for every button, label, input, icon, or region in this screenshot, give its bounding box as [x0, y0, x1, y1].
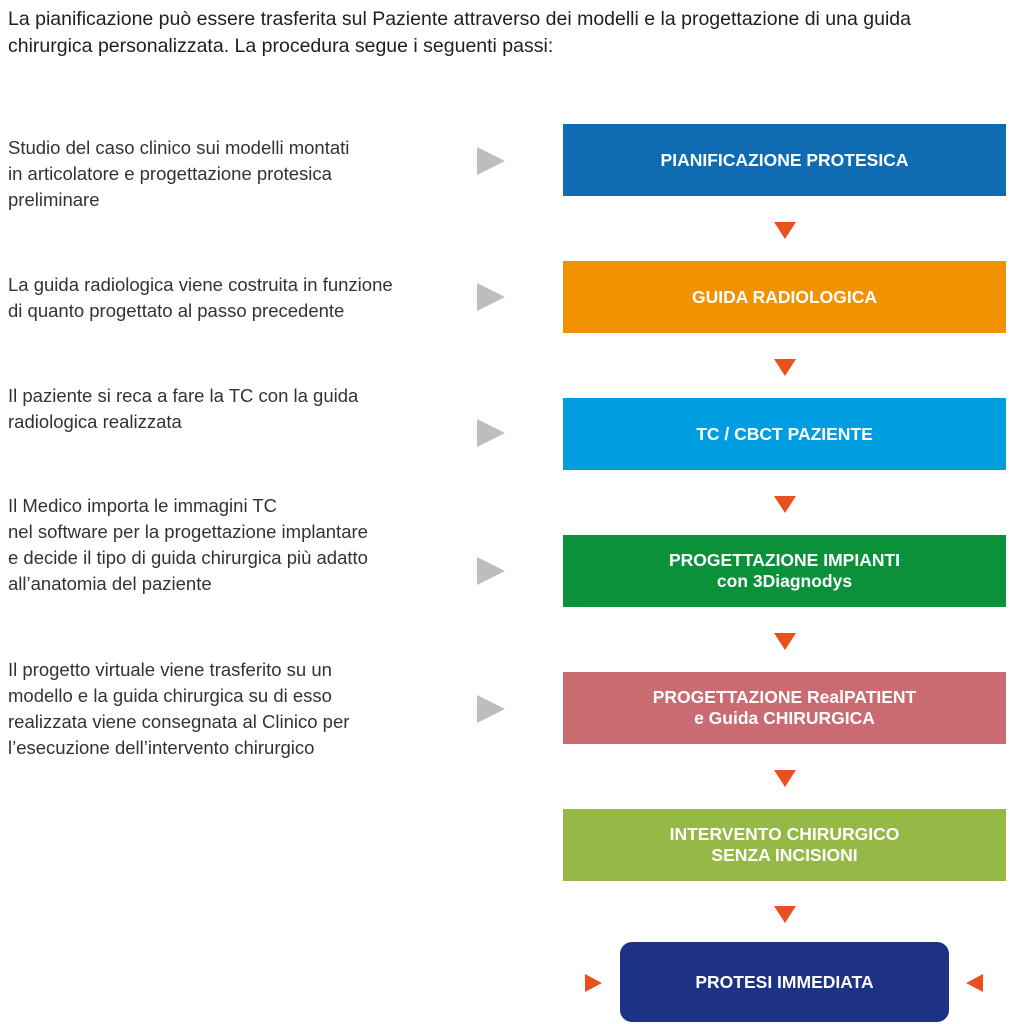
step-description-5: Il progetto virtuale viene trasferito su…	[8, 657, 448, 761]
pointer-arrow-icon	[477, 283, 505, 311]
intro-line-2: chirurgica personalizzata. La procedura …	[8, 35, 554, 57]
final-step-label: PROTESI IMMEDIATA	[695, 971, 874, 992]
pointer-arrow-icon	[477, 147, 505, 175]
down-arrow-icon	[774, 633, 796, 650]
description-line: di quanto progettato al passo precedente	[8, 300, 345, 321]
step-label: INTERVENTO CHIRURGICO	[669, 824, 900, 844]
right-arrow-icon	[585, 974, 602, 992]
step-description-4: Il Medico importa le immagini TC nel sof…	[8, 493, 448, 597]
description-line: e decide il tipo di guida chirurgica più…	[8, 547, 368, 568]
step-box-progettazione-realpatient: PROGETTAZIONE RealPATIENT e Guida CHIRUR…	[563, 672, 1006, 744]
step-box-guida-radiologica: GUIDA RADIOLOGICA	[563, 261, 1006, 333]
step-box-progettazione-impianti: PROGETTAZIONE IMPIANTI con 3Diagnodys	[563, 535, 1006, 607]
step-label: PROGETTAZIONE IMPIANTI	[668, 550, 901, 570]
description-line: Il paziente si reca a fare la TC con la …	[8, 385, 359, 406]
down-arrow-icon	[774, 496, 796, 513]
step-description-1: Studio del caso clinico sui modelli mont…	[8, 135, 448, 213]
description-line: realizzata viene consegnata al Clinico p…	[8, 711, 350, 732]
description-line: Studio del caso clinico sui modelli mont…	[8, 137, 350, 158]
pointer-arrow-icon	[477, 695, 505, 723]
final-step-protesi-immediata: PROTESI IMMEDIATA	[620, 942, 949, 1022]
down-arrow-icon	[774, 359, 796, 376]
description-line: preliminare	[8, 189, 100, 210]
step-box-tc-cbct-paziente: TC / CBCT PAZIENTE	[563, 398, 1006, 470]
step-label: TC / CBCT PAZIENTE	[696, 423, 873, 444]
pointer-arrow-icon	[477, 557, 505, 585]
step-description-3: Il paziente si reca a fare la TC con la …	[8, 383, 448, 435]
step-box-pianificazione-protesica: PIANIFICAZIONE PROTESICA	[563, 124, 1006, 196]
down-arrow-icon	[774, 222, 796, 239]
description-line: La guida radiologica viene costruita in …	[8, 274, 393, 295]
description-line: all’anatomia del paziente	[8, 573, 212, 594]
left-arrow-icon	[966, 974, 983, 992]
step-sublabel: SENZA INCISIONI	[711, 845, 858, 865]
down-arrow-icon	[774, 906, 796, 923]
description-line: Il progetto virtuale viene trasferito su…	[8, 659, 332, 680]
step-label: PROGETTAZIONE RealPATIENT	[652, 687, 917, 707]
description-line: modello e la guida chirurgica su di esso	[8, 685, 332, 706]
step-sublabel: con 3Diagnodys	[716, 571, 853, 591]
down-arrow-icon	[774, 770, 796, 787]
step-sublabel: e Guida CHIRURGICA	[694, 708, 875, 728]
step-label: GUIDA RADIOLOGICA	[691, 286, 878, 307]
description-line: nel software per la progettazione implan…	[8, 521, 368, 542]
description-line: l’esecuzione dell’intervento chirurgico	[8, 737, 315, 758]
intro-text: La pianificazione può essere trasferita …	[8, 6, 1013, 60]
pointer-arrow-icon	[477, 419, 505, 447]
step-label: PIANIFICAZIONE PROTESICA	[660, 149, 909, 170]
description-line: in articolatore e progettazione protesic…	[8, 163, 332, 184]
description-line: Il Medico importa le immagini TC	[8, 495, 278, 516]
description-line: radiologica realizzata	[8, 411, 182, 432]
step-description-2: La guida radiologica viene costruita in …	[8, 272, 448, 324]
intro-line-1: La pianificazione può essere trasferita …	[8, 8, 911, 30]
step-box-intervento-chirurgico: INTERVENTO CHIRURGICO SENZA INCISIONI	[563, 809, 1006, 881]
